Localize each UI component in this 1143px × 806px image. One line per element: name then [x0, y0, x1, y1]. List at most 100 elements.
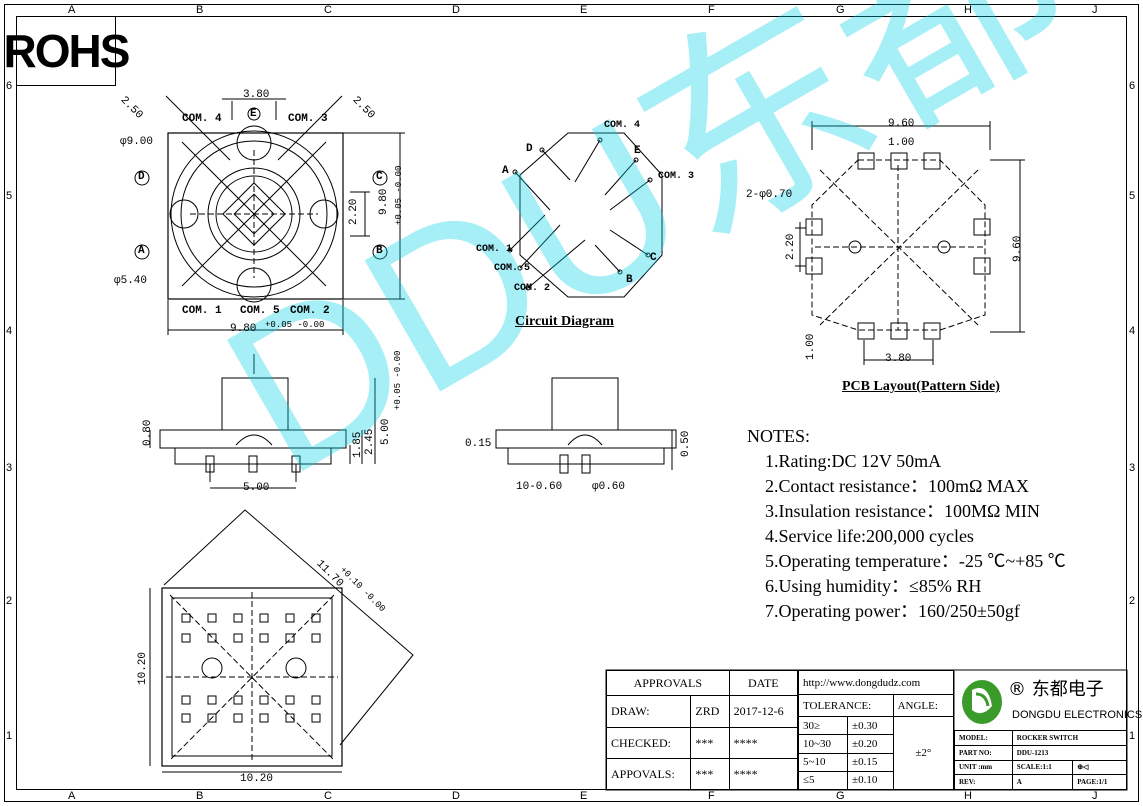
tol-range: 5~10: [797, 752, 849, 772]
dim-pitch: 2.20: [348, 198, 360, 225]
top-d: D: [138, 171, 145, 183]
top-com5: COM. 5: [240, 305, 280, 317]
pcb-dim-top: 9.60: [888, 118, 915, 130]
side-view: [149, 354, 376, 489]
bottom-pad: [181, 633, 191, 643]
tol-range: 30≥: [797, 715, 849, 736]
circuit-caption: Circuit Diagram: [515, 314, 614, 329]
top-view: [134, 95, 405, 335]
page-label: PAGE:1/1: [1072, 774, 1127, 790]
bottom-pad: [233, 633, 243, 643]
tolerance-label: TOLERANCE:: [798, 694, 894, 717]
top-com4: COM. 4: [182, 113, 222, 125]
tol-value: ±0.20: [847, 734, 894, 754]
appovals-name: ***: [690, 758, 730, 790]
bottom-pad: [181, 613, 191, 623]
pcb-dim-bottom-left: 1.00: [805, 333, 817, 360]
drawing-border: [16, 16, 1127, 790]
note-item: 1.Rating:DC 12V 50mA: [765, 451, 942, 471]
dia-outer: φ9.00: [120, 136, 154, 148]
unit-label: UNIT :mm: [954, 759, 1013, 776]
bottom-pad: [207, 713, 217, 723]
zone-row-label: 2: [1129, 595, 1136, 607]
part-label: PART NO:: [954, 744, 1013, 761]
bottom-pad: [311, 613, 321, 623]
top-a: A: [138, 245, 145, 257]
note-item: 6.Using humidity：≤85% RH: [765, 576, 982, 596]
drawing-frame: [4, 4, 1139, 802]
circ-d: D: [526, 143, 533, 155]
zone-col-label: D: [452, 4, 460, 16]
bottom-pad: [259, 695, 269, 705]
note-item: 2.Contact resistance：100mΩ MAX: [765, 476, 1029, 496]
bottom-view: [149, 509, 414, 773]
model-label: MODEL:: [954, 730, 1013, 746]
bv-w: 10.20: [240, 773, 274, 785]
zone-row-label: 6: [6, 80, 13, 92]
zone-col-label: E: [580, 790, 588, 802]
bottom-pad: [233, 613, 243, 623]
side-h2: 1.85: [352, 431, 364, 458]
url: http://www.dongdudz.com: [798, 670, 954, 695]
checked-date: ****: [728, 727, 799, 759]
top-b: B: [376, 245, 383, 257]
pcb-dim-side: 2.20: [785, 233, 797, 260]
circ-com5: COM. 5: [494, 263, 531, 274]
circ-com4: COM. 4: [604, 120, 641, 131]
circ-e: E: [634, 145, 641, 157]
bottom-pad: [207, 633, 217, 643]
zone-col-label: B: [196, 4, 204, 16]
zone-col-label: H: [964, 790, 972, 802]
top-com2: COM. 2: [290, 305, 330, 317]
tol-value: ±0.15: [847, 752, 894, 772]
circ-a: A: [502, 165, 509, 177]
date-header: DATE: [728, 670, 799, 696]
tol-range: ≤5: [797, 770, 849, 791]
checked-name: ***: [690, 727, 730, 759]
circ-com2: COM. 2: [514, 283, 551, 294]
side-h4-tol: +0.05 -0.00: [393, 350, 403, 410]
zone-row-label: 2: [6, 595, 13, 607]
tol-value: ±0.30: [847, 715, 894, 736]
zone-row-label: 5: [1129, 190, 1136, 202]
company-name-cn: ® 东都电子: [1008, 679, 1104, 700]
projection-icon: ⊕◁: [1072, 759, 1127, 776]
pcb-caption: PCB Layout(Pattern Side): [842, 379, 1000, 394]
zone-row-label: 4: [6, 325, 13, 337]
zone-row-label: 1: [6, 730, 13, 742]
draw-name: ZRD: [690, 695, 730, 728]
tolerance-table: http://www.dongdudz.com TOLERANCE:ANGLE:…: [797, 670, 955, 791]
side2-t1: 0.15: [465, 438, 492, 450]
scale-label: SCALE:1:1: [1011, 759, 1074, 776]
top-com3: COM. 3: [288, 113, 328, 125]
bottom-pad: [285, 613, 295, 623]
draw-label: DRAW:: [605, 695, 692, 728]
note-item: 5.Operating temperature：-25 ℃~+85 ℃: [765, 551, 1066, 571]
bv-h: 10.20: [137, 651, 149, 685]
bottom-pad: [233, 713, 243, 723]
part-value: DDU-1213: [1011, 744, 1128, 761]
side-h3: 2.45: [364, 428, 376, 455]
circuit-diagram: [507, 132, 663, 298]
zone-col-label: A: [68, 790, 76, 802]
zone-row-label: 3: [6, 462, 13, 474]
note-item: 3.Insulation resistance：100MΩ MIN: [765, 501, 1040, 521]
checked-label: CHECKED:: [605, 727, 692, 759]
zone-col-label: H: [964, 4, 972, 16]
approvals-header: APPROVALS: [606, 670, 730, 696]
dim-right: 9.80: [378, 188, 390, 215]
dim-bottom-tol: +0.05 -0.00: [265, 320, 325, 330]
zone-col-label: C: [324, 4, 332, 16]
bottom-pad: [311, 695, 321, 705]
dia-inner: φ5.40: [114, 275, 148, 287]
pcb-layout: [795, 121, 1025, 365]
bottom-pad: [181, 695, 191, 705]
top-com1: COM. 1: [182, 305, 222, 317]
dim-right-tol: +0.05 -0.00: [394, 165, 404, 225]
dim-bottom: 9.80: [230, 323, 257, 335]
zone-col-label: F: [708, 4, 715, 16]
bottom-pad: [207, 613, 217, 623]
side-h1: 0.80: [142, 419, 154, 446]
angle-value: ±2°: [892, 716, 955, 790]
appovals-label: APPOVALS:: [605, 758, 692, 790]
